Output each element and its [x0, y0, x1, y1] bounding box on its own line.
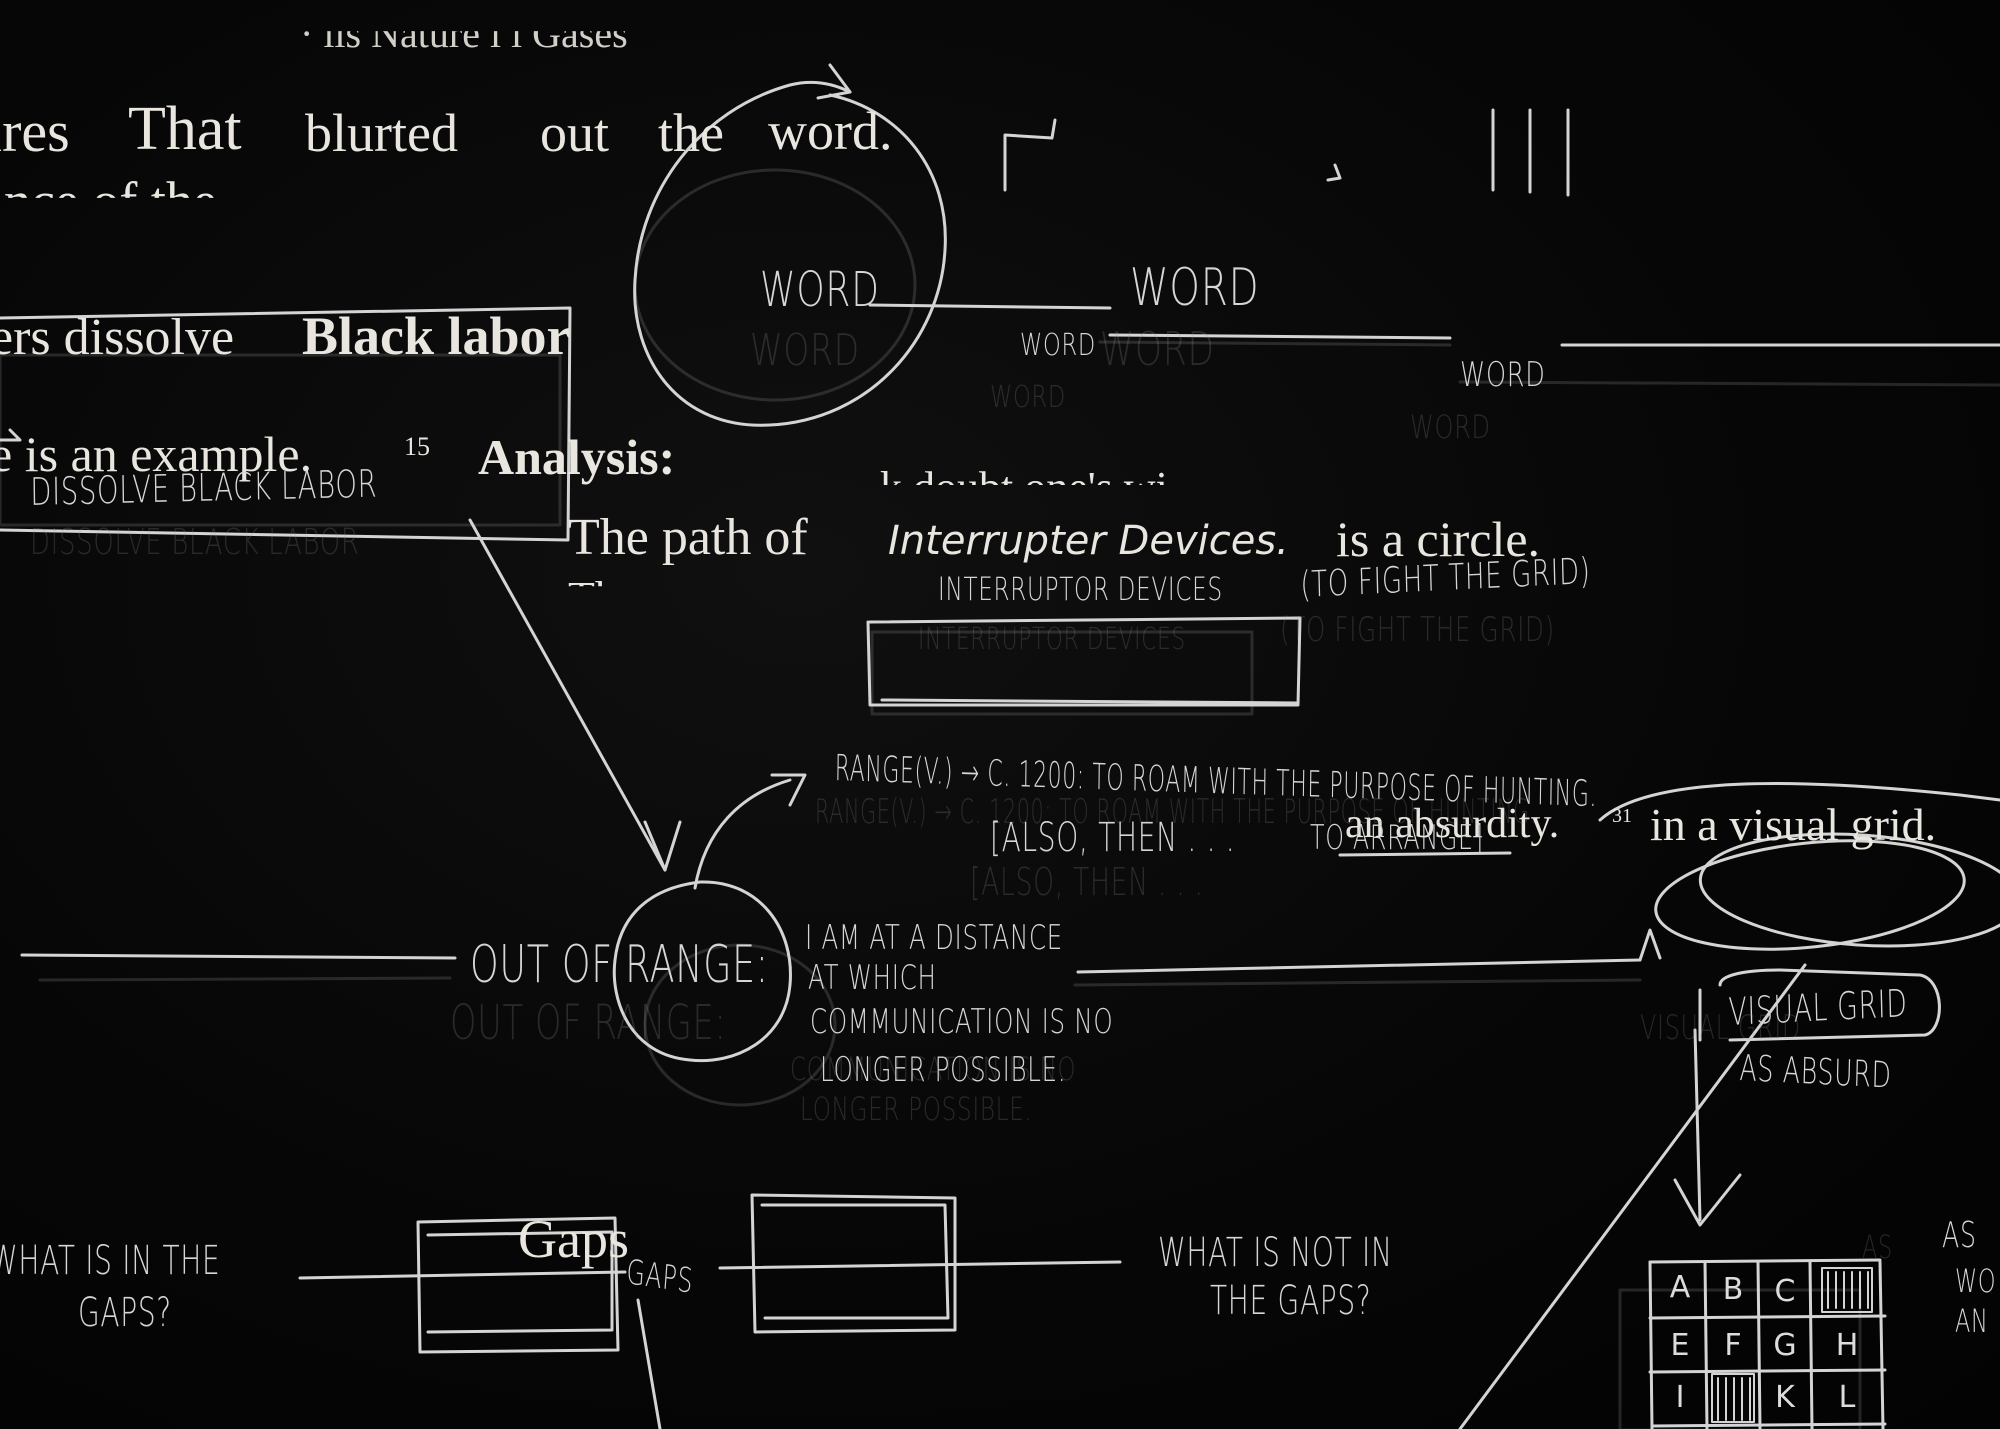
hand-distance-ghost: COMMUNICATION IS NO	[790, 1050, 1077, 1088]
printed-absurdity-note: 31	[1612, 805, 1632, 827]
out-of-range-circle	[612, 880, 792, 1063]
printed-path-a: The path of	[568, 509, 808, 566]
black-labor-box	[0, 306, 572, 542]
printed-absurdity: an absurdity.	[1345, 801, 1560, 847]
letter-grid	[1648, 1258, 1887, 1429]
hand-dissolve-ghost: DISSOLVE BLACK LABOR	[30, 522, 360, 563]
hand-edge-ghost: AS	[1862, 1228, 1893, 1266]
hand-interruptor: INTERRUPTOR DEVICES	[938, 570, 1223, 608]
word-line-2	[1108, 333, 1452, 340]
hand-out-of-range: OUT OF RANGE:	[470, 935, 769, 995]
grid-letter: K	[1775, 1380, 1795, 1415]
printed-dissolve: ers dissolve	[0, 309, 235, 366]
grid-letter: A	[1669, 1270, 1691, 1305]
hand-interruptor-ghost: INTERRUPTOR DEVICES	[918, 622, 1186, 657]
printed-path-under: Th	[568, 573, 617, 622]
hand-range-definition-ghost: RANGE(V.) → C. 1200: TO ROAM WITH THE PU…	[815, 792, 1538, 832]
hand-distance-3: COMMUNICATION IS NO	[810, 1002, 1114, 1042]
hand-as-absurd: AS ABSURD	[1738, 1048, 1893, 1097]
printed-line1-b: That	[128, 95, 242, 163]
hand-word-3-ghost: WORD	[990, 380, 1066, 415]
grid-letter: C	[1774, 1274, 1796, 1309]
hand-distance-ghost-2: LONGER POSSIBLE.	[800, 1090, 1033, 1128]
grid-letter: B	[1722, 1272, 1744, 1307]
hatched-cells	[1711, 1267, 1873, 1423]
grid-letter: E	[1670, 1328, 1690, 1363]
hand-distance-1: I AM AT A DISTANCE	[805, 918, 1064, 958]
grid-letter: G	[1773, 1328, 1797, 1363]
printed-visual-grid: in a visual grid.	[1650, 799, 1937, 850]
printed-top-partial: · ııs Nature ı ı Gases	[300, 11, 628, 56]
grid-letter: I	[1675, 1380, 1685, 1415]
hand-fight-grid-ghost: (TO FIGHT THE GRID)	[1280, 610, 1555, 650]
printed-line1-c: blurted	[305, 103, 458, 163]
interruptor-box	[866, 616, 1302, 707]
gaps-box-left	[416, 1216, 620, 1354]
printed-line1-a: ıres	[0, 99, 70, 164]
diagonal-arrow	[468, 518, 667, 872]
printed-analysis-sub: k doubt one's wi	[880, 463, 1168, 512]
printed-example: e is an example.	[0, 426, 313, 482]
hand-word-2: WORD	[1130, 258, 1260, 318]
hand-what-in-gaps-2: GAPS?	[78, 1290, 172, 1336]
hand-word-1-ghost: WORD	[750, 325, 860, 376]
hand-edge-3: AN	[1955, 1302, 1989, 1340]
hand-what-not-in-gaps-1: WHAT IS NOT IN	[1158, 1230, 1393, 1276]
hand-also-then-ghost: [ALSO, THEN . . .	[970, 860, 1204, 904]
hand-word-3: WORD	[1020, 328, 1096, 363]
ghost-strokes	[0, 168, 2000, 1429]
hand-to-arrange: TO ARRANGE]	[1310, 818, 1484, 858]
grid-letter: F	[1724, 1328, 1742, 1363]
hand-visual-grid-ghost: VISUAL GRID	[1640, 1008, 1801, 1048]
hand-out-of-range-ghost: OUT OF RANGE:	[450, 995, 727, 1051]
grid-letter: L	[1838, 1380, 1856, 1415]
hand-edge-1: AS	[1942, 1215, 1977, 1256]
printed-example-note: 15	[404, 432, 430, 461]
hand-word-4-ghost: WORD	[1410, 408, 1491, 446]
hand-also-then: [ALSO, THEN . . .	[990, 815, 1236, 861]
printed-line1-d: out	[540, 103, 610, 163]
word-circle	[633, 80, 947, 427]
hand-what-in-gaps-1: WHAT IS IN THE	[0, 1238, 221, 1284]
printed-black-labor: Black labor	[302, 306, 571, 366]
printed-line1-e: the	[658, 103, 724, 163]
printed-line1-f: word.	[768, 101, 893, 161]
word-line-1	[868, 303, 1112, 310]
printed-gaps: Gaps	[518, 1209, 629, 1269]
hand-edge-2: WO	[1955, 1262, 1997, 1300]
printed-path-b: is a circle.	[1336, 511, 1541, 567]
grid-letter: H	[1835, 1328, 1859, 1363]
hand-distance-4: LONGER POSSIBLE.	[820, 1050, 1067, 1090]
hand-word-1: WORD	[760, 262, 880, 318]
printed-analysis: Analysis:	[478, 429, 676, 485]
hand-word-2-ghost: WORD	[1100, 322, 1215, 376]
hand-dissolve: DISSOLVE BLACK LABOR	[30, 461, 378, 514]
hand-word-4: WORD	[1460, 355, 1546, 395]
hand-what-not-in-gaps-2: THE GAPS?	[1210, 1278, 1372, 1324]
printed-interrupter: Interrupter Devices.	[888, 518, 1289, 564]
printed-line2-partial: ance of the	[0, 171, 217, 231]
gaps-box-right	[750, 1193, 957, 1334]
hand-distance-2: AT WHICH	[808, 958, 937, 998]
